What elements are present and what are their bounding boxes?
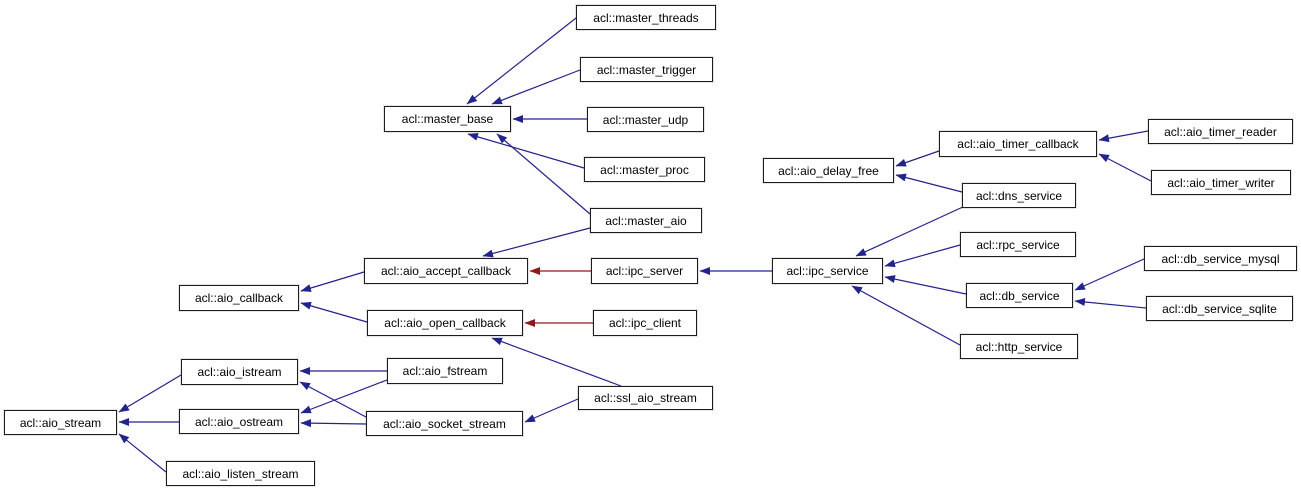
class-node-ipc_server[interactable]: acl::ipc_server bbox=[591, 258, 698, 284]
class-node-aio_fstream[interactable]: acl::aio_fstream bbox=[387, 358, 503, 384]
edge-master_threads-to-master_base bbox=[466, 17, 577, 105]
class-node-aio_open_callback[interactable]: acl::aio_open_callback bbox=[367, 310, 523, 336]
edge-aio_socket_stream-to-aio_istream bbox=[299, 381, 367, 418]
class-node-aio_callback[interactable]: acl::aio_callback bbox=[179, 285, 299, 311]
class-node-dns_service[interactable]: acl::dns_service bbox=[962, 183, 1076, 208]
edge-rpc_service-to-ipc_service bbox=[884, 244, 961, 268]
class-node-master_trigger[interactable]: acl::master_trigger bbox=[580, 57, 713, 82]
edge-master_aio-to-aio_accept_callback bbox=[482, 227, 591, 258]
class-node-master_udp[interactable]: acl::master_udp bbox=[587, 107, 704, 132]
edge-db_service_mysql-to-db_service bbox=[1074, 258, 1145, 291]
edge-master_aio-to-master_base bbox=[496, 133, 591, 215]
edge-aio_open_callback-to-aio_callback bbox=[300, 301, 368, 323]
class-node-master_aio[interactable]: acl::master_aio bbox=[590, 208, 702, 233]
class-node-rpc_service[interactable]: acl::rpc_service bbox=[960, 232, 1076, 257]
class-node-ipc_client[interactable]: acl::ipc_client bbox=[593, 310, 697, 336]
class-node-master_proc[interactable]: acl::master_proc bbox=[584, 157, 705, 182]
class-node-db_service_sqlite[interactable]: acl::db_service_sqlite bbox=[1146, 296, 1293, 321]
edge-dns_service-to-aio_delay_free bbox=[895, 173, 963, 193]
edge-ssl_aio_stream-to-aio_socket_stream bbox=[524, 398, 579, 423]
edge-aio_fstream-to-aio_ostream bbox=[300, 379, 388, 414]
class-node-db_service[interactable]: acl::db_service bbox=[966, 283, 1073, 308]
edge-aio_timer_reader-to-aio_timer_callback bbox=[1098, 130, 1149, 143]
edge-master_trigger-to-master_base bbox=[491, 69, 581, 105]
edge-master_proc-to-master_base bbox=[467, 132, 585, 169]
class-node-aio_stream[interactable]: acl::aio_stream bbox=[4, 410, 117, 435]
edge-aio_accept_callback-to-aio_callback bbox=[300, 271, 365, 292]
edge-ssl_aio_stream-to-aio_open_callback bbox=[491, 337, 622, 387]
class-node-aio_timer_callback[interactable]: acl::aio_timer_callback bbox=[939, 131, 1097, 157]
class-node-aio_timer_writer[interactable]: acl::aio_timer_writer bbox=[1151, 170, 1291, 195]
class-node-aio_delay_free[interactable]: acl::aio_delay_free bbox=[763, 158, 894, 183]
class-node-master_base[interactable]: acl::master_base bbox=[384, 106, 511, 132]
edge-aio_istream-to-aio_stream bbox=[118, 374, 182, 413]
edge-aio_timer_writer-to-aio_timer_callback bbox=[1098, 153, 1152, 182]
class-node-aio_listen_stream[interactable]: acl::aio_listen_stream bbox=[166, 461, 315, 486]
class-node-http_service[interactable]: acl::http_service bbox=[960, 334, 1078, 359]
class-node-master_threads[interactable]: acl::master_threads bbox=[576, 5, 716, 30]
edge-dns_service-to-ipc_service bbox=[855, 205, 966, 257]
class-node-aio_socket_stream[interactable]: acl::aio_socket_stream bbox=[366, 411, 523, 436]
edge-aio_timer_callback-to-aio_delay_free bbox=[895, 150, 940, 167]
class-node-aio_accept_callback[interactable]: acl::aio_accept_callback bbox=[364, 258, 528, 284]
class-node-aio_ostream[interactable]: acl::aio_ostream bbox=[179, 409, 299, 434]
inheritance-edges bbox=[118, 17, 1152, 473]
class-node-ssl_aio_stream[interactable]: acl::ssl_aio_stream bbox=[578, 386, 713, 410]
class-node-aio_istream[interactable]: acl::aio_istream bbox=[181, 359, 298, 385]
class-node-db_service_mysql[interactable]: acl::db_service_mysql bbox=[1144, 246, 1297, 271]
edge-aio_listen_stream-to-aio_stream bbox=[118, 433, 167, 473]
edge-aio_socket_stream-to-aio_ostream bbox=[300, 419, 367, 428]
class-node-aio_timer_reader[interactable]: acl::aio_timer_reader bbox=[1148, 119, 1293, 144]
edge-http_service-to-ipc_service bbox=[851, 285, 961, 346]
class-node-ipc_service[interactable]: acl::ipc_service bbox=[772, 258, 883, 284]
edge-db_service-to-ipc_service bbox=[884, 275, 967, 295]
edge-db_service_sqlite-to-db_service bbox=[1074, 298, 1147, 309]
